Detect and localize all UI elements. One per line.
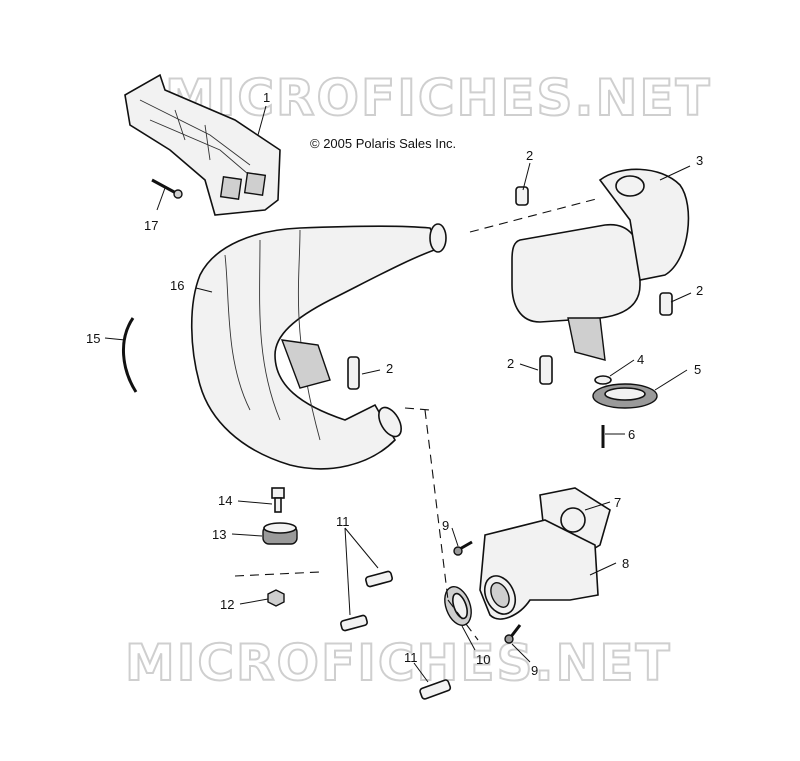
part-11-spring-lower	[340, 614, 368, 632]
part-11-spring-upper	[365, 570, 393, 588]
callout-7: 7	[614, 495, 621, 510]
part-17-bolt	[151, 178, 183, 199]
callout-11-upper: 11	[336, 514, 350, 529]
callout-2-left: 2	[386, 361, 393, 376]
callout-6: 6	[628, 427, 635, 442]
part-13-bushing	[262, 522, 298, 545]
part-10-seal	[444, 586, 472, 626]
part-3-silencer	[511, 168, 690, 361]
part-8-manifold	[479, 519, 599, 620]
callout-1: 1	[263, 90, 270, 105]
part-5-grommet	[592, 383, 658, 409]
callout-15: 15	[86, 331, 100, 346]
callout-9-lower: 9	[531, 663, 538, 678]
watermark-top: MICROFICHES.NET	[165, 69, 712, 127]
part-9-bolt-lower	[504, 624, 522, 644]
callout-16: 16	[170, 278, 184, 293]
callout-2-top: 2	[526, 148, 533, 163]
part-11-spring-bottom	[419, 679, 452, 700]
part-2-spring-right	[659, 292, 673, 316]
callout-11-lower: 11	[404, 650, 418, 665]
callout-4: 4	[637, 352, 644, 367]
callout-2-right: 2	[696, 283, 703, 298]
copyright-text: © 2005 Polaris Sales Inc.	[310, 136, 456, 151]
part-14-bolt	[271, 487, 285, 513]
callout-3: 3	[696, 153, 703, 168]
callout-9-upper: 9	[442, 518, 449, 533]
callout-8: 8	[622, 556, 629, 571]
part-2-spring-left	[347, 356, 360, 390]
part-2-spring-top	[515, 186, 529, 206]
callout-13: 13	[212, 527, 226, 542]
leader-lines	[104, 105, 692, 683]
callout-2-middle: 2	[507, 356, 514, 371]
assembly-lines	[234, 197, 601, 641]
callout-5: 5	[694, 362, 701, 377]
callout-10: 10	[476, 652, 490, 667]
callout-14: 14	[218, 493, 232, 508]
callout-12: 12	[220, 597, 234, 612]
watermark-bottom: MICROFICHES.NET	[125, 634, 672, 692]
part-2-spring-middle	[539, 355, 553, 385]
part-12-nut	[267, 589, 285, 607]
part-9-bolt-upper	[453, 540, 473, 556]
part-1-bracket	[124, 73, 281, 216]
part-15-strap	[122, 317, 138, 393]
part-16-expansion-chamber	[190, 223, 447, 470]
part-4-washer	[594, 375, 612, 385]
callout-17: 17	[144, 218, 158, 233]
